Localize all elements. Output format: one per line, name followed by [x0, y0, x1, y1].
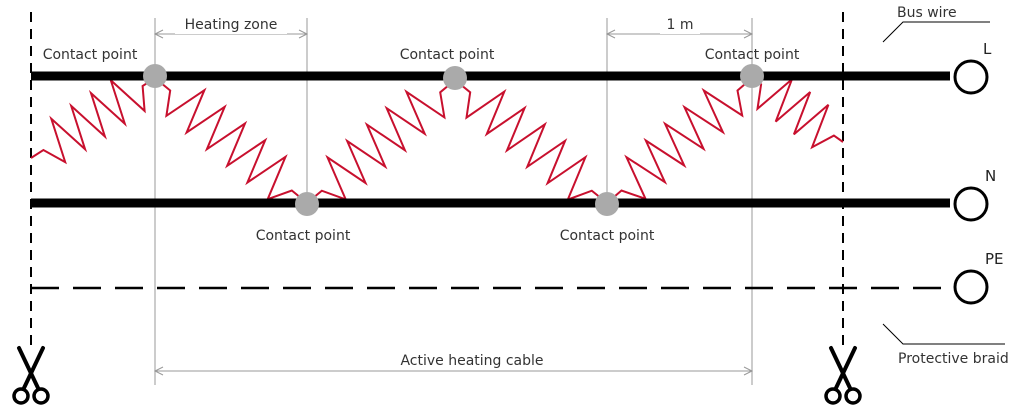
contact-point-top-2 [443, 66, 467, 90]
contact-point-label-2: Contact point [400, 47, 495, 63]
contact-point-top-1 [143, 64, 167, 88]
contact-point-label-1: Contact point [43, 47, 138, 63]
heating-element-segment-4 [454, 79, 608, 204]
protective-braid-label: Protective braid [898, 351, 1009, 367]
contact-point-top-3 [740, 64, 764, 88]
heating-zone-label: Heating zone [185, 17, 278, 33]
bus-wire-leader [882, 21, 990, 43]
heating-element-segment-6 [751, 77, 844, 150]
terminal-pe-label: PE [985, 250, 1004, 268]
heating-element [30, 77, 844, 204]
active-heating-cable-label: Active heating cable [400, 353, 543, 369]
one-meter-label: 1 m [667, 17, 694, 33]
heating-element-segment-5 [606, 77, 753, 204]
heating-element-segment-1 [30, 77, 156, 165]
contact-point-label-4: Contact point [256, 228, 351, 244]
protective-braid-leader [882, 323, 1005, 345]
contact-points [143, 64, 764, 216]
contact-point-label-5: Contact point [560, 228, 655, 244]
terminal-n-label: N [985, 167, 996, 185]
bus-wire-label: Bus wire [897, 5, 957, 21]
terminal-l [953, 59, 989, 95]
terminal-l-label: L [983, 40, 992, 58]
scissors-icon [12, 346, 50, 405]
heating-element-segment-2 [154, 77, 308, 204]
terminal-pe [953, 269, 989, 305]
heating-element-segment-3 [306, 79, 456, 204]
terminal-n [953, 186, 989, 222]
contact-point-bottom-2 [595, 192, 619, 216]
contact-point-bottom-1 [295, 192, 319, 216]
scissors-icon [824, 346, 862, 405]
contact-point-label-3: Contact point [705, 47, 800, 63]
active-heating-cable-dimension [153, 366, 754, 376]
